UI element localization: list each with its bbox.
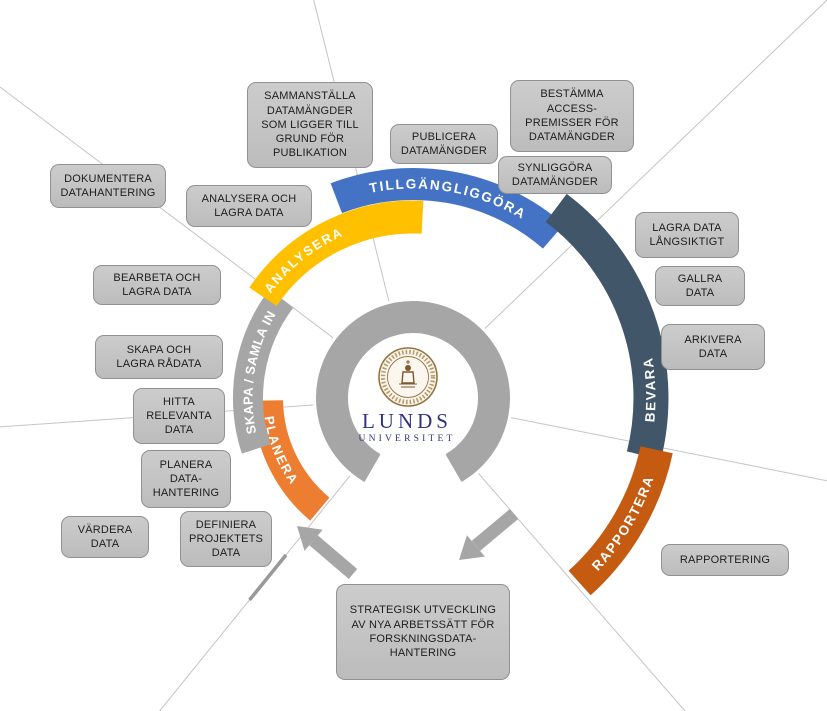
divider-line xyxy=(511,417,827,482)
center-ring xyxy=(316,301,510,482)
university-seal-icon xyxy=(378,347,438,407)
activity-box-bearbeta-och-lagra-data: BEARBETA OCH LAGRA DATA xyxy=(93,265,221,305)
arc-analysera xyxy=(249,200,424,307)
arrow-down-left-shaft xyxy=(471,509,519,551)
activity-box-planera-datahantering: PLANERA DATA- HANTERING xyxy=(141,450,231,508)
arc-bevara xyxy=(545,193,669,460)
feedback-arrows xyxy=(297,509,519,579)
university-logo-name: LUNDS xyxy=(361,409,452,433)
arc-tillgangliggora xyxy=(330,168,564,249)
divider-line-accent xyxy=(248,553,288,602)
activity-box-gallra-data: GALLRA DATA xyxy=(655,266,745,306)
divider-line xyxy=(484,0,827,329)
activity-box-bestamma-accesspremisser: BESTÄMMA ACCESS- PREMISSER FÖR DATAMÄNGD… xyxy=(510,80,634,152)
activity-box-lagra-data-langsiktigt: LAGRA DATA LÅNGSIKTIGT xyxy=(635,212,739,258)
activity-box-analysera-och-lagra-data: ANALYSERA OCH LAGRA DATA xyxy=(186,185,312,227)
arrow-down-left-head xyxy=(459,535,485,560)
activity-box-rapportering: RAPPORTERING xyxy=(661,544,789,576)
activity-box-dokumentera-datahantering: DOKUMENTERA DATAHANTERING xyxy=(50,164,166,208)
arc-skapa-samla-in xyxy=(233,289,294,454)
activity-box-strategisk-utveckling: STRATEGISK UTVECKLING AV NYA ARBETSSÄTT … xyxy=(336,584,510,680)
activity-box-synliggora-datamangder: SYNLIGGÖRA DATAMÄNGDER xyxy=(498,156,612,194)
university-logo: LUNDS UNIVERSITET xyxy=(307,409,507,445)
activity-box-hitta-relevanta-data: HITTA RELEVANTA DATA xyxy=(133,388,225,444)
activity-box-skapa-och-lagra-radata: SKAPA OCH LAGRA RÅDATA xyxy=(95,335,223,379)
activity-box-vardera-data: VÄRDERA DATA xyxy=(61,516,149,558)
activity-box-arkivera-data: ARKIVERA DATA xyxy=(661,324,765,370)
activity-box-publicera-datamangder: PUBLICERA DATAMÄNGDER xyxy=(390,124,498,164)
activity-box-definiera-projektets-data: DEFINIERA PROJEKTETS DATA xyxy=(180,511,272,567)
arrow-up-left-shaft xyxy=(309,535,358,579)
university-logo-subname: UNIVERSITET xyxy=(358,434,456,444)
arrow-up-left-head xyxy=(297,526,323,551)
arc-planera xyxy=(253,399,330,521)
activity-box-sammanstalla-datamangder: SAMMANSTÄLLA DATAMÄNGDER SOM LIGGER TILL… xyxy=(247,82,373,168)
arc-rapportera xyxy=(568,446,673,596)
arc-label-bevara: BEVARA xyxy=(640,356,658,423)
